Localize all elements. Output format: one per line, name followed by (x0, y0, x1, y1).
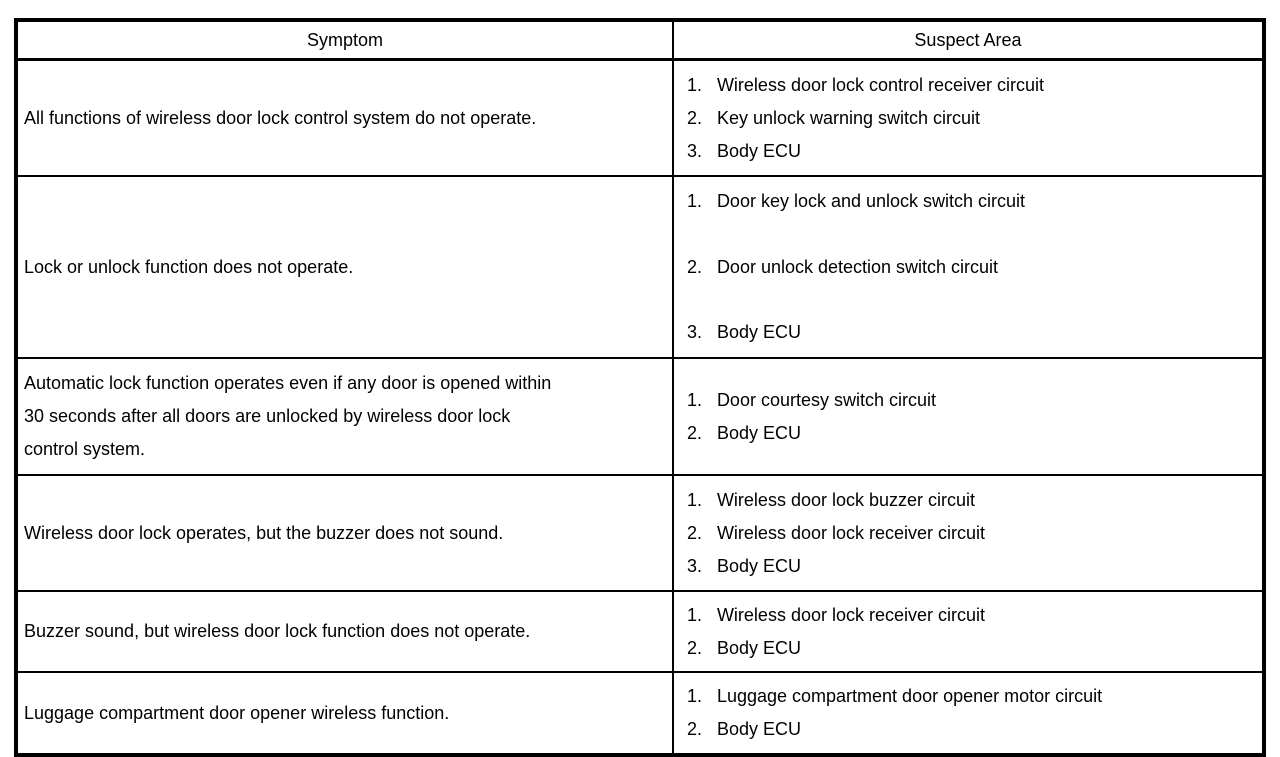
suspect-item-text: Wireless door lock buzzer circuit (716, 489, 976, 510)
suspect-item-text: Key unlock warning switch circuit (716, 107, 981, 128)
suspect-list: 1. Wireless door lock control receiver c… (687, 69, 1254, 168)
table-row: Luggage compartment door opener wireless… (15, 671, 1266, 756)
suspect-item-text: Body ECU (716, 322, 801, 342)
suspect-area-column-header: Suspect Area (671, 19, 1266, 61)
suspect-item-number: 1. (686, 686, 702, 706)
table-row: Wireless door lock operates, but the buz… (15, 474, 1266, 592)
suspect-item: 1. Wireless door lock control receiver c… (687, 69, 1254, 102)
suspect-item-number: 1. (686, 389, 702, 410)
suspect-item-number: 3. (686, 555, 702, 576)
suspect-item-number: 3. (686, 140, 702, 161)
suspect-list: 1. Door key lock and unlock switch circu… (687, 183, 1254, 351)
suspect-item-number: 2. (686, 719, 702, 739)
suspect-item: 2. Body ECU (687, 713, 1254, 746)
suspect-item-text: Luggage compartment door opener motor ci… (716, 686, 1103, 706)
suspect-item: 1. Door key lock and unlock switch circu… (687, 185, 1254, 218)
suspect-item-number: 3. (686, 322, 702, 342)
suspect-item: 2. Door unlock detection switch circuit (687, 251, 1254, 284)
table-row: Lock or unlock function does not operate… (15, 175, 1266, 359)
suspect-item-number: 1. (686, 604, 702, 625)
suspect-item-number: 2. (686, 637, 702, 658)
symptom-cell: Lock or unlock function does not operate… (15, 175, 674, 359)
suspect-cell: 1. Luggage compartment door opener motor… (671, 671, 1266, 756)
suspect-item-text: Door unlock detection switch circuit (716, 256, 999, 277)
suspect-item-number: 2. (686, 256, 702, 277)
table-row: All functions of wireless door lock cont… (15, 58, 1266, 177)
suspect-item: 1. Wireless door lock buzzer circuit (687, 484, 1254, 517)
suspect-item: 2. Body ECU (687, 632, 1254, 665)
suspect-item: 3. Body ECU (687, 550, 1254, 583)
symptom-cell: Luggage compartment door opener wireless… (15, 671, 674, 756)
suspect-item-text: Wireless door lock receiver circuit (716, 522, 986, 543)
suspect-item: 1. Wireless door lock receiver circuit (687, 599, 1254, 632)
symptom-cell: Wireless door lock operates, but the buz… (15, 474, 674, 592)
suspect-item: 2. Body ECU (687, 417, 1254, 450)
suspect-item-number: 2. (686, 522, 702, 543)
suspect-item: 1. Door courtesy switch circuit (687, 384, 1254, 417)
suspect-list: 1. Luggage compartment door opener motor… (687, 680, 1254, 746)
suspect-item-number: 2. (686, 422, 702, 443)
symptom-cell: Buzzer sound, but wireless door lock fun… (15, 590, 674, 673)
suspect-item-text: Body ECU (716, 555, 801, 576)
suspect-item: 2. Key unlock warning switch circuit (687, 102, 1254, 135)
table-row: Buzzer sound, but wireless door lock fun… (15, 590, 1266, 673)
suspect-item: 3. Body ECU (687, 135, 1254, 168)
suspect-cell: 1. Wireless door lock receiver circuit 2… (671, 590, 1266, 673)
suspect-list: 1. Wireless door lock buzzer circuit 2. … (687, 484, 1254, 583)
suspect-item: 2. Wireless door lock receiver circuit (687, 517, 1254, 550)
symptom-column-header: Symptom (15, 19, 674, 61)
suspect-list: 1. Door courtesy switch circuit 2. Body … (687, 384, 1254, 450)
symptom-cell: Automatic lock function operates even if… (15, 357, 674, 476)
suspect-item-number: 1. (686, 489, 702, 510)
suspect-item-text: Wireless door lock control receiver circ… (716, 74, 1045, 95)
symptom-suspect-table: Symptom Suspect Area All functions of wi… (14, 18, 1266, 757)
suspect-list: 1. Wireless door lock receiver circuit 2… (687, 599, 1254, 665)
table-row: Automatic lock function operates even if… (15, 357, 1266, 476)
suspect-item-text: Wireless door lock receiver circuit (716, 604, 986, 625)
suspect-cell: 1. Door key lock and unlock switch circu… (671, 175, 1266, 359)
suspect-item-text: Body ECU (716, 140, 801, 161)
suspect-cell: 1. Wireless door lock buzzer circuit 2. … (671, 474, 1266, 592)
suspect-item-text: Body ECU (716, 637, 801, 658)
suspect-item-text: Body ECU (716, 422, 801, 443)
suspect-item: 3. Body ECU (687, 316, 1254, 349)
suspect-item-number: 1. (686, 74, 702, 95)
suspect-cell: 1. Wireless door lock control receiver c… (671, 58, 1266, 177)
suspect-item-number: 1. (686, 191, 702, 211)
suspect-item: 1. Luggage compartment door opener motor… (687, 680, 1254, 713)
suspect-item-number: 2. (686, 107, 702, 128)
table-header-row: Symptom Suspect Area (15, 19, 1266, 61)
suspect-item-text: Door key lock and unlock switch circuit (716, 191, 1026, 211)
suspect-cell: 1. Door courtesy switch circuit 2. Body … (671, 357, 1266, 476)
suspect-item-text: Door courtesy switch circuit (716, 389, 936, 410)
suspect-item-text: Body ECU (716, 719, 801, 739)
symptom-cell: All functions of wireless door lock cont… (15, 58, 674, 177)
